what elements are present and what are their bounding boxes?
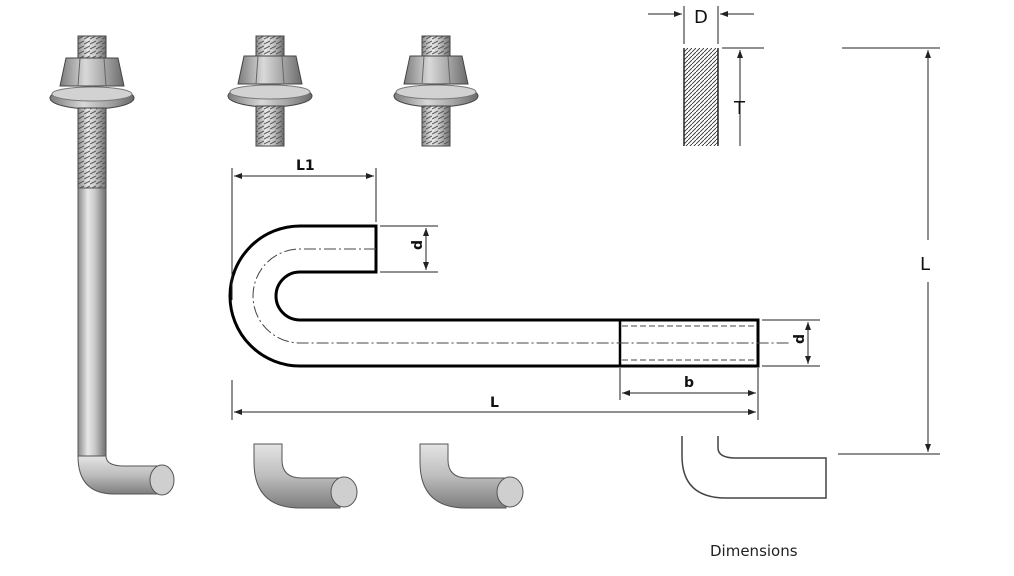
label-L1: L1 (296, 158, 315, 174)
thread-detail: D T (648, 6, 764, 146)
l-anchor-bolt-full (49, 35, 175, 496)
l-vertical-dimension: L (838, 47, 940, 455)
label-d-top: d (410, 240, 426, 250)
label-b: b (684, 375, 694, 391)
caption-dimensions: Dimensions (710, 542, 798, 560)
bolt-bend-bottom-middle (253, 443, 358, 509)
label-D: D (694, 7, 708, 28)
j-bolt-drawing: L1 d d b L (228, 158, 820, 420)
label-T: T (733, 98, 746, 119)
bolt-bend-bottom-right (419, 443, 524, 509)
bolt-top-middle (227, 35, 313, 147)
label-d-right: d (792, 334, 808, 344)
bolt-top-right (393, 35, 479, 147)
label-L-vertical: L (920, 254, 930, 275)
label-L-horizontal: L (490, 395, 499, 411)
hook-outline (681, 436, 827, 499)
